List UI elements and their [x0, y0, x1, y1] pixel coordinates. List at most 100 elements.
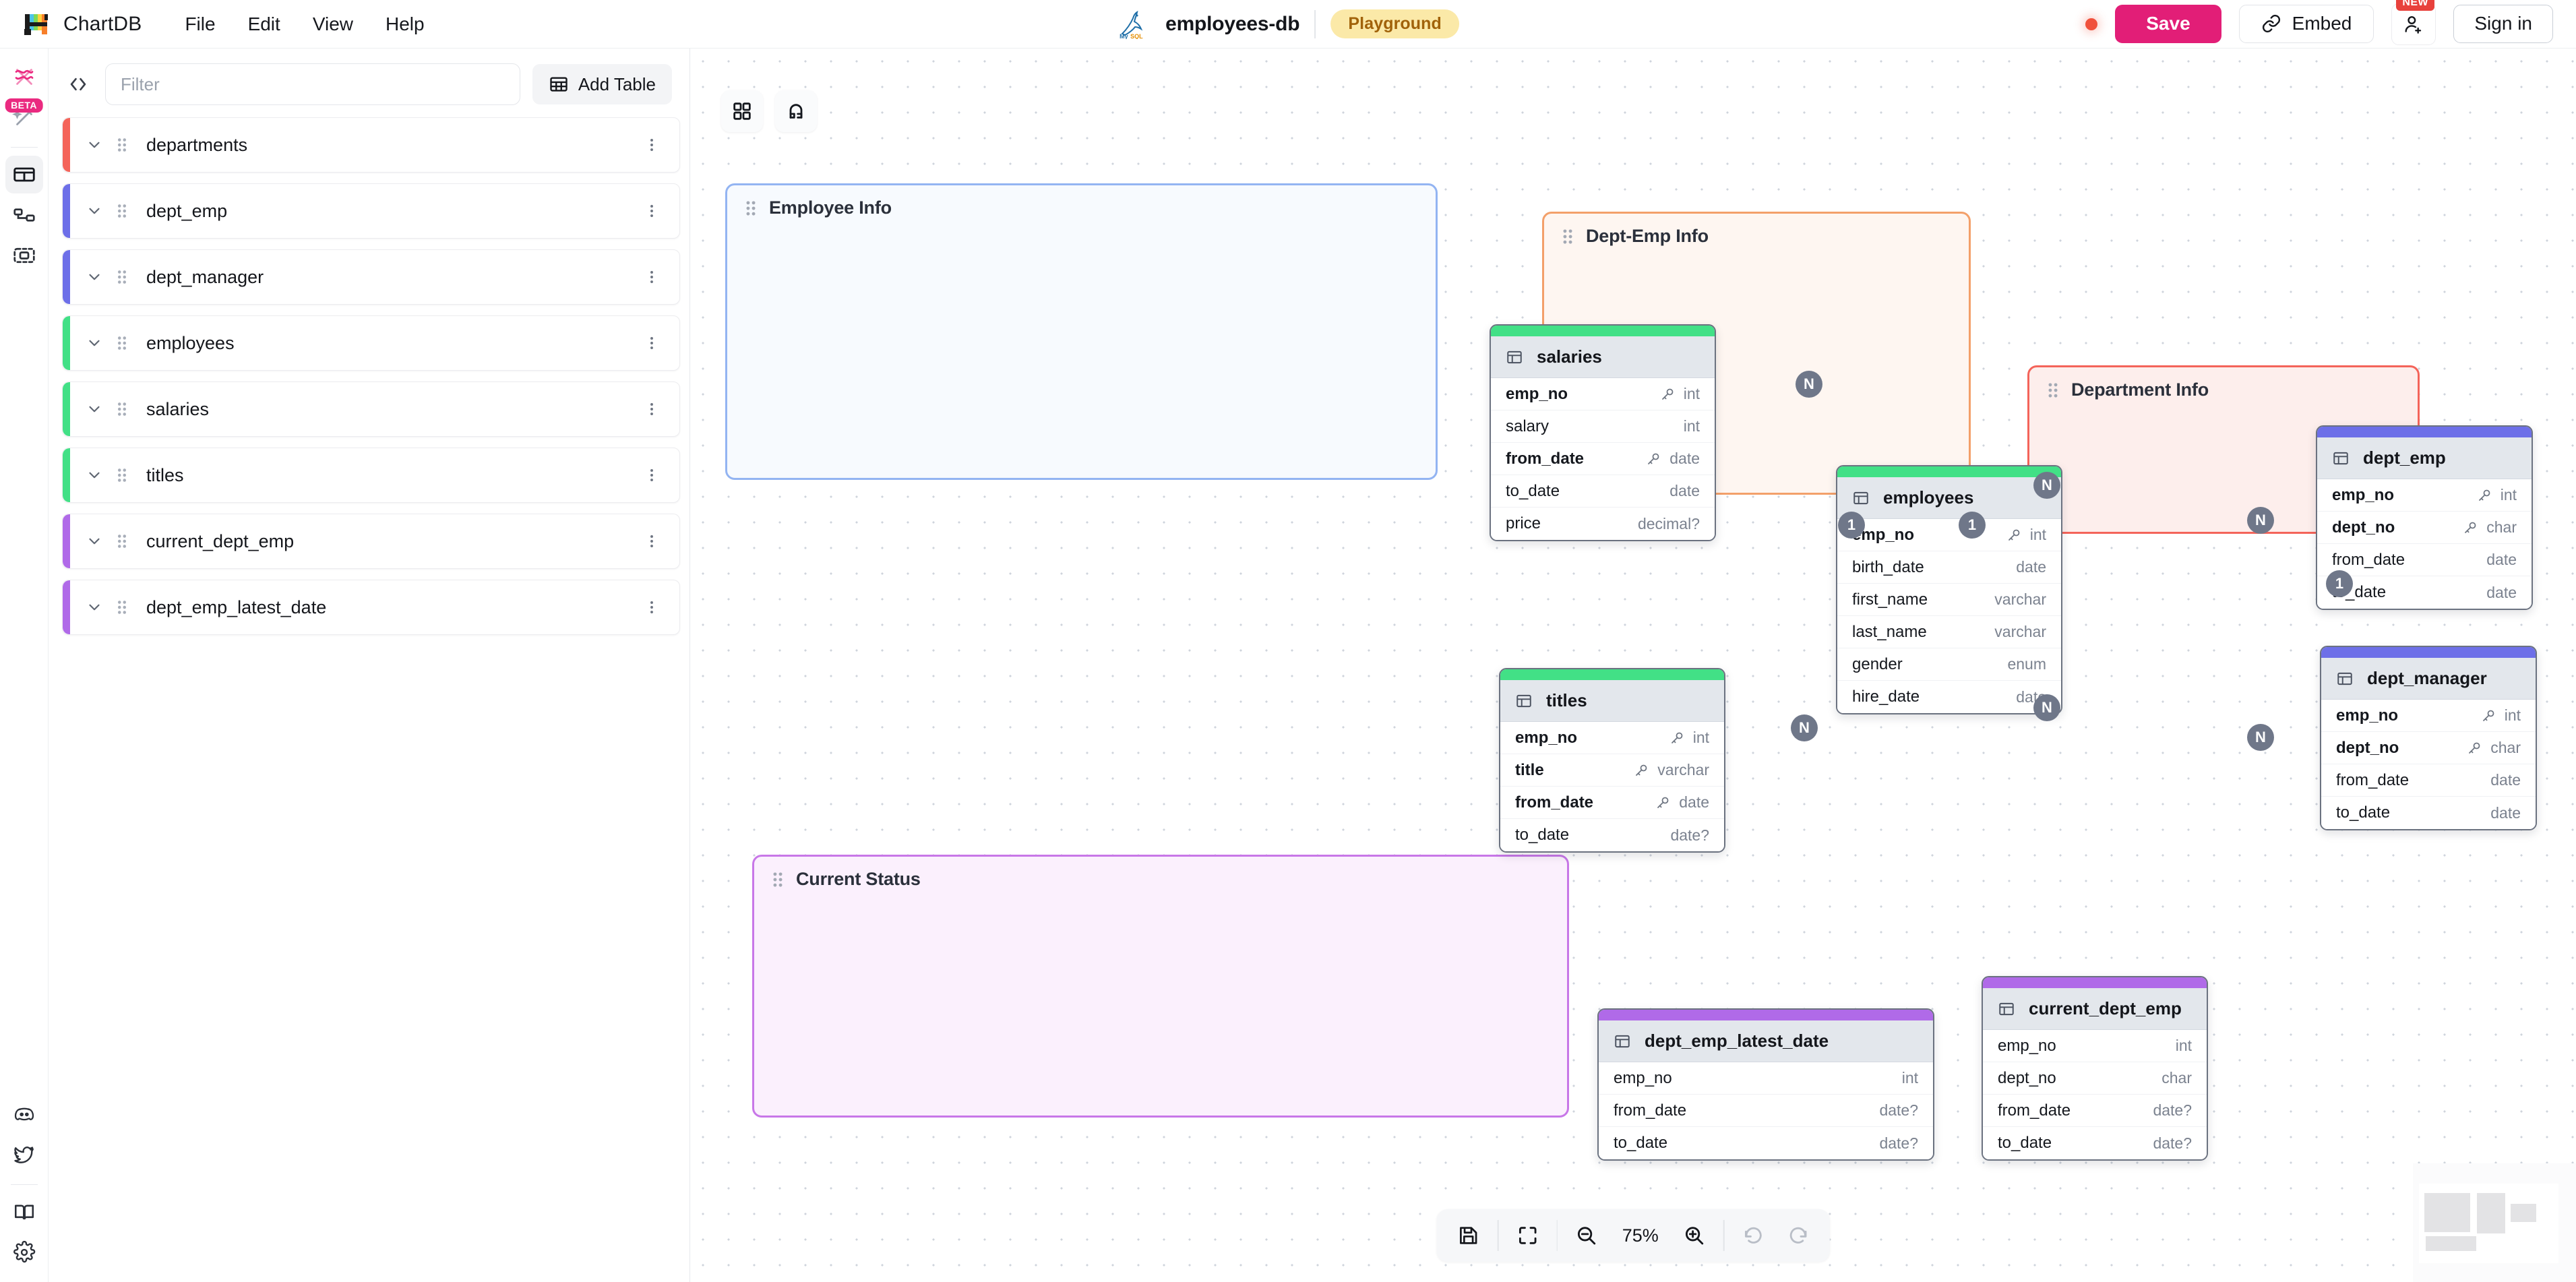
drag-handle-icon[interactable]	[115, 269, 129, 285]
table-list-item[interactable]: current_dept_emp	[62, 514, 680, 569]
expand-toggle[interactable]	[86, 268, 103, 286]
table-header[interactable]: dept_emp	[2317, 437, 2532, 479]
table-field-row[interactable]: title varchar	[1500, 754, 1724, 787]
drag-handle-icon[interactable]	[115, 335, 129, 351]
rail-item-settings[interactable]	[5, 1233, 43, 1271]
table-list-item[interactable]: departments	[62, 117, 680, 173]
drag-handle-icon[interactable]	[743, 200, 758, 217]
drag-handle-icon[interactable]	[770, 871, 785, 888]
table-field-row[interactable]: emp_no int	[1500, 722, 1724, 754]
embed-button[interactable]: Embed	[2238, 5, 2374, 43]
table-options-button[interactable]	[643, 532, 661, 550]
table-field-row[interactable]: emp_no int	[1491, 378, 1715, 410]
magnet-snap-button[interactable]	[775, 90, 817, 132]
table-field-row[interactable]: dept_no char	[2321, 732, 2536, 764]
undo-button[interactable]	[1731, 1216, 1775, 1255]
save-button[interactable]: Save	[2115, 5, 2221, 43]
filter-input[interactable]	[105, 63, 520, 105]
expand-toggle[interactable]	[86, 466, 103, 484]
expand-toggle[interactable]	[86, 400, 103, 418]
area-current-status[interactable]: Current Status	[752, 855, 1569, 1118]
zoom-in-button[interactable]	[1672, 1216, 1717, 1255]
table-options-button[interactable]	[643, 400, 661, 418]
table-options-button[interactable]	[643, 268, 661, 286]
rail-item-relationships[interactable]	[5, 196, 43, 234]
table-header[interactable]: employees	[1837, 477, 2061, 519]
zoom-level[interactable]: 75%	[1622, 1225, 1659, 1246]
table-header[interactable]: titles	[1500, 680, 1724, 722]
table-options-button[interactable]	[643, 202, 661, 220]
drag-handle-icon[interactable]	[115, 533, 129, 549]
rail-item-areas[interactable]	[5, 237, 43, 274]
minimap[interactable]	[2413, 1163, 2576, 1282]
menu-edit[interactable]: Edit	[247, 13, 280, 34]
table-field-row[interactable]: from_date date	[1491, 443, 1715, 475]
menu-file[interactable]: File	[185, 13, 216, 34]
rail-item-discord[interactable]	[5, 1095, 43, 1133]
area-employee-info[interactable]: Employee Info	[725, 183, 1438, 480]
layout-grid-button[interactable]	[721, 90, 763, 132]
table-field-row[interactable]: dept_no char	[2317, 512, 2532, 544]
rail-item-docs[interactable]	[5, 1193, 43, 1231]
save-diagram-button[interactable]	[1446, 1216, 1491, 1255]
table-field-row[interactable]: from_date date	[1500, 787, 1724, 819]
expand-toggle[interactable]	[86, 599, 103, 616]
table-field-row[interactable]: emp_no int	[2321, 700, 2536, 732]
sign-in-button[interactable]: Sign in	[2453, 5, 2553, 43]
table-field-row[interactable]: emp_no int	[1837, 519, 2061, 551]
drag-handle-icon[interactable]	[1560, 228, 1575, 245]
add-user-button[interactable]: NEW	[2391, 0, 2436, 45]
menu-help[interactable]: Help	[386, 13, 425, 34]
expand-toggle[interactable]	[86, 202, 103, 220]
drag-handle-icon[interactable]	[115, 467, 129, 483]
expand-toggle[interactable]	[86, 334, 103, 352]
table-options-button[interactable]	[643, 599, 661, 616]
rail-item-twitter[interactable]	[5, 1136, 43, 1173]
table-header[interactable]: dept_manager	[2321, 658, 2536, 700]
table-list-item[interactable]: salaries	[62, 381, 680, 437]
zoom-out-button[interactable]	[1564, 1216, 1609, 1255]
drag-handle-icon[interactable]	[2046, 381, 2060, 399]
table-options-button[interactable]	[643, 466, 661, 484]
drag-handle-icon[interactable]	[115, 599, 129, 615]
drag-handle-icon[interactable]	[115, 401, 129, 417]
table-header[interactable]: dept_emp_latest_date	[1599, 1020, 1933, 1062]
brand[interactable]: ChartDB	[24, 13, 142, 36]
table-list-item[interactable]: employees	[62, 315, 680, 371]
drag-handle-icon[interactable]	[115, 137, 129, 153]
fit-screen-button[interactable]	[1505, 1216, 1550, 1255]
menu-view[interactable]: View	[312, 13, 353, 34]
code-view-toggle[interactable]	[63, 69, 93, 99]
rail-item-magic-wand[interactable]: BETA	[5, 98, 43, 136]
table-list-item[interactable]: dept_manager	[62, 249, 680, 305]
redo-button[interactable]	[1775, 1216, 1820, 1255]
table-options-button[interactable]	[643, 136, 661, 154]
table-list-item[interactable]: dept_emp_latest_date	[62, 580, 680, 635]
drag-handle-icon[interactable]	[115, 203, 129, 219]
page-title[interactable]: employees-db	[1165, 12, 1300, 35]
rail-item-tables[interactable]	[5, 156, 43, 193]
